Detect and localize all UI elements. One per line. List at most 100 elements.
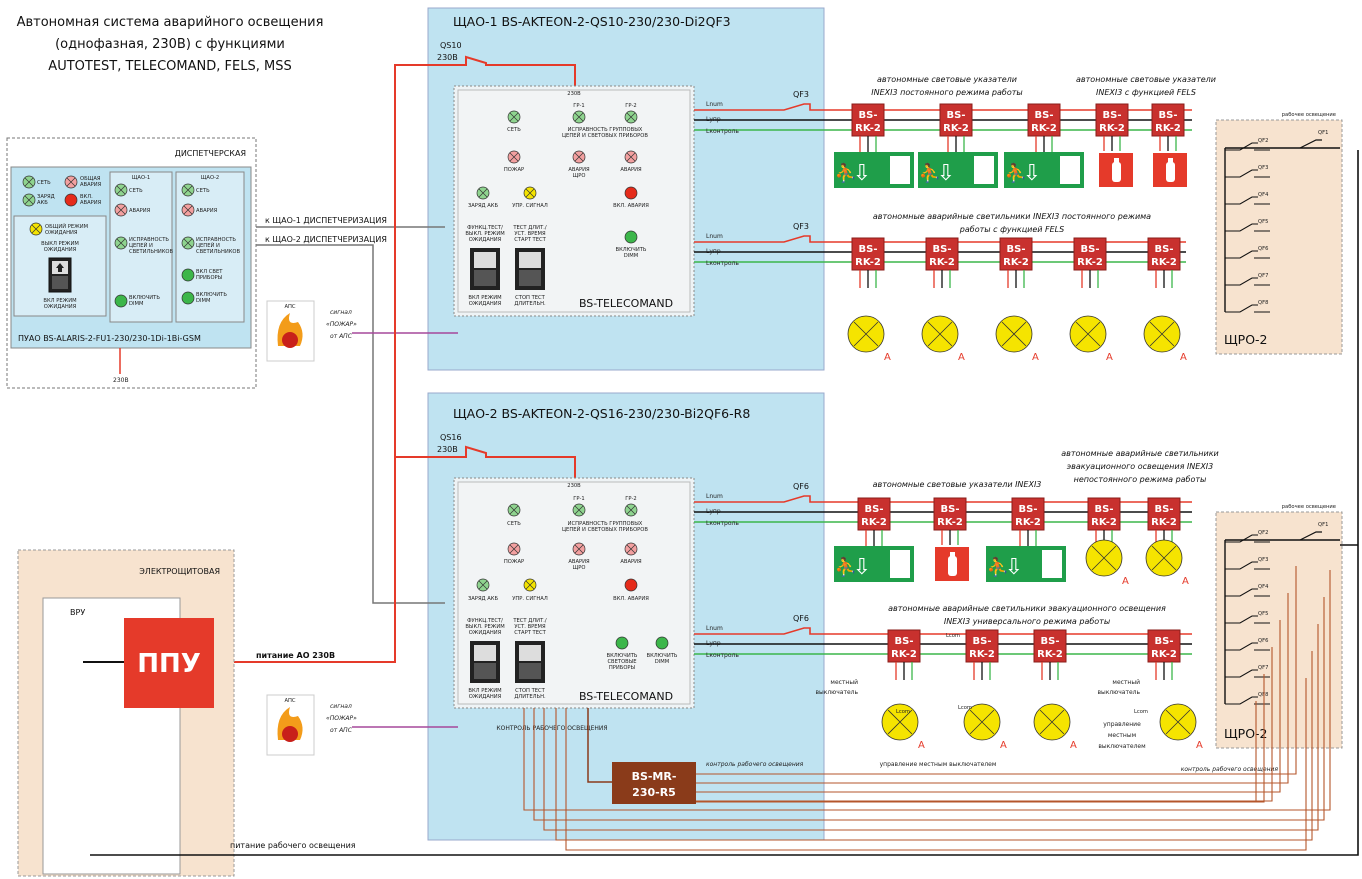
rk-module xyxy=(1033,629,1067,663)
svg-text:АПС: АПС xyxy=(284,304,295,310)
svg-text:СВЕТИЛЬНИКОВ: СВЕТИЛЬНИКОВ xyxy=(129,249,174,255)
svg-text:рабочее освещение: рабочее освещение xyxy=(1282,504,1336,510)
runner-icon: ⛹ xyxy=(1005,162,1027,184)
shro-breaker xyxy=(1225,696,1270,705)
local-mgmt-right: управление xyxy=(1103,721,1141,728)
shro-breaker xyxy=(1225,169,1270,178)
breaker-label: QF5 xyxy=(1258,219,1268,225)
lamp-mark: A xyxy=(1000,740,1007,751)
rk-label: BS- xyxy=(1155,244,1174,255)
exit-sign-glyph: ⇩ xyxy=(853,555,871,580)
shro-breaker xyxy=(1225,196,1270,205)
shro-breaker xyxy=(1225,615,1270,624)
svg-text:СТАРТ ТЕСТ: СТАРТ ТЕСТ xyxy=(514,630,546,636)
svg-text:Lnum: Lnum xyxy=(706,493,723,500)
shro-breaker xyxy=(1225,142,1270,151)
svg-text:ДЛИТЕЛЬН.: ДЛИТЕЛЬН. xyxy=(514,301,546,307)
shro-breaker xyxy=(1225,642,1270,651)
work-lighting-control-lines xyxy=(523,566,1331,851)
panel-2-230v-label: 230В xyxy=(437,445,458,454)
svg-text:ИСПРАВНОСТЬ ГРУППОВЫХ: ИСПРАВНОСТЬ ГРУППОВЫХ xyxy=(568,127,643,133)
local-switch-2: местный xyxy=(1112,679,1140,686)
lamp-mark: A xyxy=(1182,576,1189,587)
link-to-shao-1: к ЩАО-1 ДИСПЕТЧЕРИЗАЦИЯ xyxy=(265,216,387,225)
breaker-label: QF7 xyxy=(1258,273,1268,279)
telecomand-2-indicators xyxy=(476,503,669,650)
svg-text:ВКЛ.: ВКЛ. xyxy=(80,194,93,200)
lamp-mark: A xyxy=(958,352,965,363)
breaker-label: QF8 xyxy=(1258,692,1268,698)
svg-text:ОБЩИЙ РЕЖИМ: ОБЩИЙ РЕЖИМ xyxy=(45,223,88,230)
shro-breaker xyxy=(1225,534,1270,543)
svg-text:выключатель: выключатель xyxy=(1097,689,1140,696)
lamp-mark: A xyxy=(1180,352,1187,363)
lamp-mark: A xyxy=(1122,576,1129,587)
svg-text:ВКЛ РЕЖИМ: ВКЛ РЕЖИМ xyxy=(468,295,501,301)
local-mgmt-label: управление местным выключателем xyxy=(880,761,997,768)
rk-label: BS- xyxy=(1035,110,1054,121)
shro-breaker xyxy=(1225,304,1270,313)
control-line xyxy=(696,620,1281,793)
svg-text:СЕТЬ: СЕТЬ xyxy=(37,180,51,186)
rk-label: RK-2 xyxy=(1003,257,1029,268)
breaker-label: QF5 xyxy=(1258,611,1268,617)
svg-text:ЦЕПЕЙ И СВЕТОВЫХ ПРИБОРОВ: ЦЕПЕЙ И СВЕТОВЫХ ПРИБОРОВ xyxy=(562,132,648,139)
svg-text:ПОЖАР: ПОЖАР xyxy=(504,559,524,565)
control-line xyxy=(565,678,1307,851)
rk-label: RK-2 xyxy=(1091,517,1117,528)
ppu-block xyxy=(124,618,214,708)
svg-text:Lcom: Lcom xyxy=(1134,709,1148,715)
rk-label: RK-2 xyxy=(855,257,881,268)
svg-text:ВКЛЮЧИТЬ: ВКЛЮЧИТЬ xyxy=(616,247,647,253)
fire-alarm-1: АПС xyxy=(266,300,315,362)
svg-text:ВКЛ РЕЖИМ: ВКЛ РЕЖИМ xyxy=(468,688,501,694)
breaker-label: QF4 xyxy=(1258,584,1269,590)
rk-module xyxy=(1011,497,1045,531)
svg-text:ЗАРЯД АКБ: ЗАРЯД АКБ xyxy=(468,596,499,602)
lamp-mark: A xyxy=(1196,740,1203,751)
svg-text:ОБЩАЯ: ОБЩАЯ xyxy=(80,176,101,182)
electrical-room-title: ЭЛЕКТРОЩИТОВАЯ xyxy=(139,567,220,576)
svg-text:Lnum: Lnum xyxy=(706,101,723,108)
svg-text:DIMM: DIMM xyxy=(129,301,143,307)
breaker-label: QF1 xyxy=(1318,522,1328,528)
svg-text:АВАРИЯ: АВАРИЯ xyxy=(80,200,102,206)
svg-text:СТАРТ ТЕСТ: СТАРТ ТЕСТ xyxy=(514,237,546,243)
svg-text:ВКЛ РЕЖИМ: ВКЛ РЕЖИМ xyxy=(43,298,76,304)
svg-text:ЩАО-1: ЩАО-1 xyxy=(132,175,150,181)
rk-label: RK-2 xyxy=(891,649,917,660)
shro-2-upper xyxy=(1215,119,1343,355)
rk-label: BS- xyxy=(1081,244,1100,255)
rk-label: RK-2 xyxy=(1037,649,1063,660)
shro-breaker xyxy=(1225,588,1270,597)
breaker-qf1 xyxy=(1299,531,1322,541)
exit-sign-glyph: ⇩ xyxy=(853,161,871,186)
svg-text:ФУНКЦ.ТЕСТ/: ФУНКЦ.ТЕСТ/ xyxy=(467,618,503,624)
svg-text:АВАРИЯ: АВАРИЯ xyxy=(129,208,151,214)
mr-control-label-right: контроль рабочего освещения xyxy=(1181,766,1279,773)
svg-text:Lnum: Lnum xyxy=(706,233,723,240)
local-switch-1: местный xyxy=(830,679,858,686)
svg-text:СЕТЬ: СЕТЬ xyxy=(507,127,521,133)
svg-text:ЦЕПЕЙ И: ЦЕПЕЙ И xyxy=(196,242,220,249)
svg-text:Lупр: Lупр xyxy=(706,640,721,647)
svg-text:ЩРО: ЩРО xyxy=(573,173,586,179)
link-to-shao-2: к ЩАО-2 ДИСПЕТЧЕРИЗАЦИЯ xyxy=(265,235,387,244)
svg-text:ДЛИТЕЛЬН.: ДЛИТЕЛЬН. xyxy=(514,694,546,700)
svg-text:«ПОЖАР»: «ПОЖАР» xyxy=(326,715,357,722)
rk-label: RK-2 xyxy=(937,517,963,528)
svg-text:непостоянного режима работы: непостоянного режима работы xyxy=(1074,475,1207,484)
svg-text:ВКЛ СВЕТ: ВКЛ СВЕТ xyxy=(196,269,223,275)
svg-text:ОЖИДАНИЯ: ОЖИДАНИЯ xyxy=(44,247,77,253)
lamp-mark: A xyxy=(918,740,925,751)
rk-module xyxy=(933,497,967,531)
lamp-mark: A xyxy=(1032,352,1039,363)
lamp-mark: A xyxy=(1106,352,1113,363)
svg-text:УСТ. ВРЕМЯ: УСТ. ВРЕМЯ xyxy=(514,624,546,630)
vru-label: ВРУ xyxy=(70,608,85,617)
header-line-1: Автономная система аварийного освещения xyxy=(17,15,324,30)
runner-icon: ⛹ xyxy=(835,162,857,184)
rk-module xyxy=(1027,103,1061,137)
rk-module xyxy=(999,237,1033,271)
group-2-heading: автономные световые указатели xyxy=(1076,75,1216,84)
